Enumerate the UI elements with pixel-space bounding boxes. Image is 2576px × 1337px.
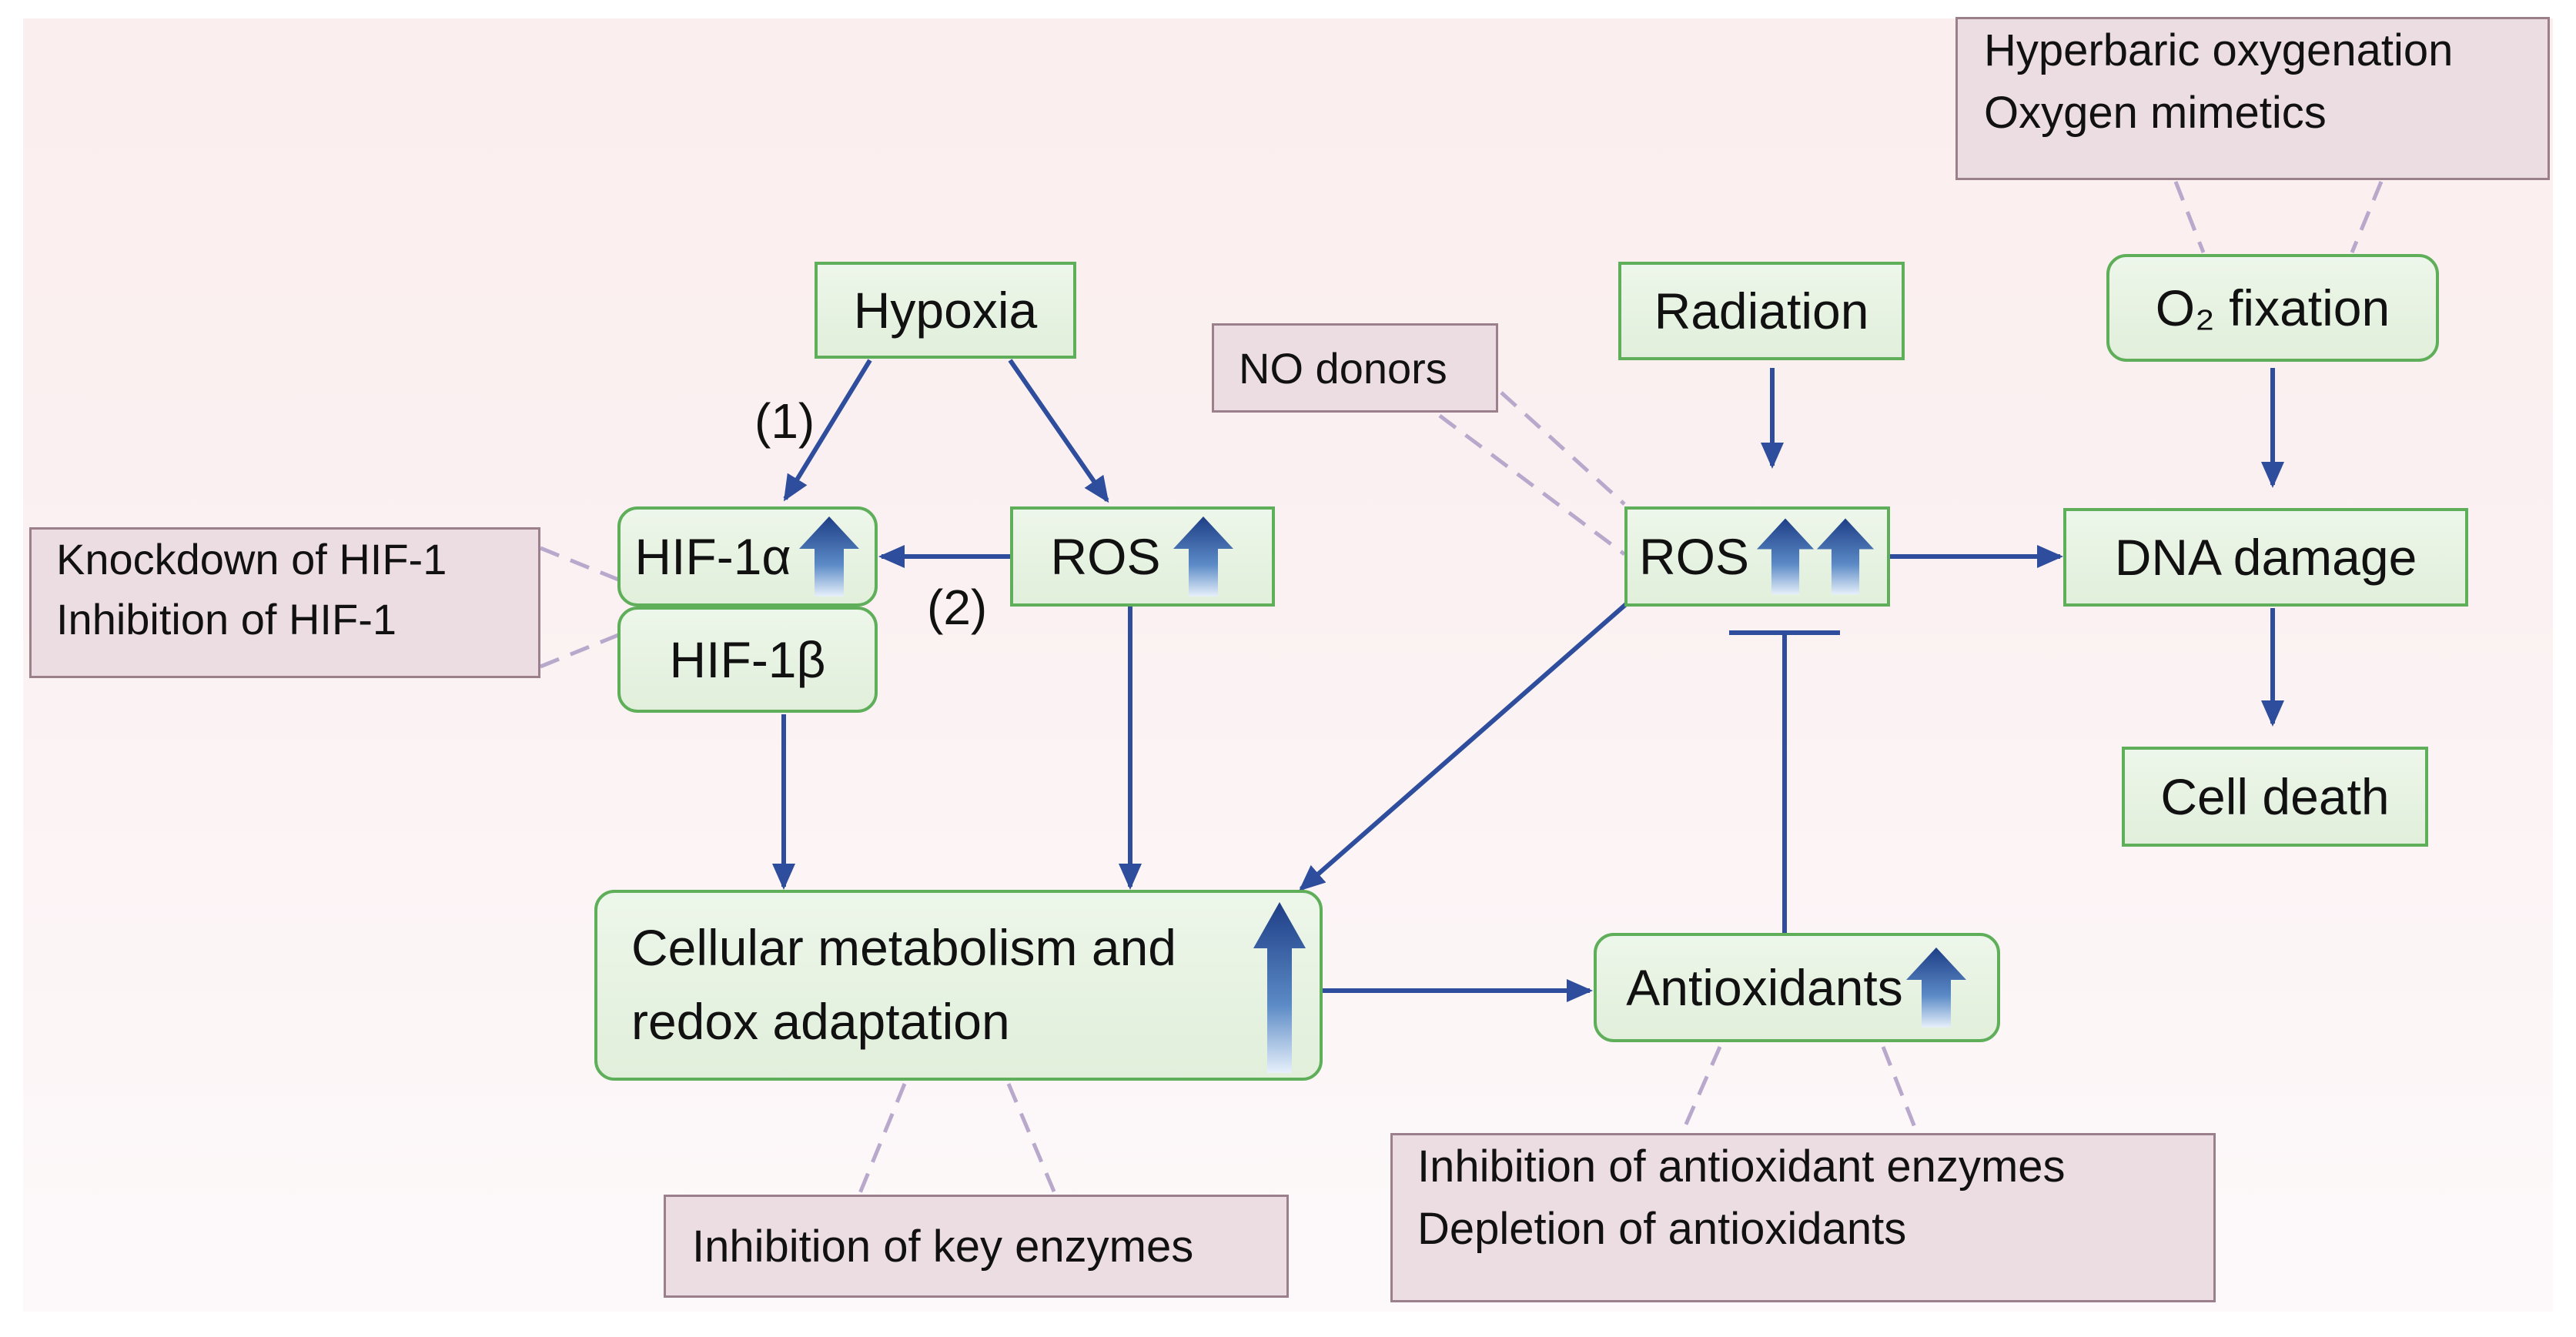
intervention-hif1-line1: Knockdown of HIF-1 [56, 535, 447, 583]
node-cell-death: Cell death [2122, 747, 2428, 847]
node-hif1a: HIF-1α [617, 506, 878, 607]
dashed-link-hif1b [540, 631, 623, 669]
dashed-link-hif1a [540, 546, 623, 583]
node-metabolism: Cellular metabolism and redox adaptation [594, 890, 1323, 1081]
node-ros-left-label: ROS [1050, 528, 1161, 585]
arrow-hypoxia-hif1a [783, 359, 872, 502]
node-ros-right: ROS [1624, 506, 1890, 607]
node-hypoxia: Hypoxia [815, 262, 1076, 359]
intervention-hbo-line2: Oxygen mimetics [1984, 88, 2327, 139]
intervention-key-enzymes-label: Inhibition of key enzymes [692, 1221, 1194, 1272]
intervention-oxygenation: Hyperbaric oxygenation Oxygen mimetics [1955, 17, 2550, 180]
increase-arrow-icon [1816, 518, 1875, 595]
node-metabolism-line2: redox adaptation [631, 993, 1010, 1050]
dashed-link-hbo-2 [2350, 181, 2384, 253]
path-label-2: (2) [927, 580, 988, 635]
increase-arrow-icon [1253, 902, 1306, 1073]
arrow-ros-metabolism-diag [1298, 602, 1628, 891]
intervention-antiox-line2: Depletion of antioxidants [1417, 1204, 1907, 1255]
intervention-antiox-line1: Inhibition of antioxidant enzymes [1417, 1141, 2066, 1192]
increase-arrow-icon [798, 516, 859, 597]
node-hypoxia-label: Hypoxia [853, 282, 1038, 339]
node-hif1b-label: HIF-1β [669, 631, 826, 688]
path-label-1: (1) [754, 393, 815, 449]
node-radiation-label: Radiation [1654, 282, 1869, 339]
node-metabolism-line1: Cellular metabolism and [631, 919, 1176, 977]
dashed-link-no-donors-1 [1438, 414, 1626, 556]
intervention-hbo-line1: Hyperbaric oxygenation [1984, 25, 2454, 75]
node-dna-damage-label: DNA damage [2114, 529, 2417, 586]
node-radiation: Radiation [1618, 262, 1905, 360]
dashed-links [540, 181, 2384, 1198]
node-ros-right-label: ROS [1638, 528, 1750, 585]
node-antioxidants: Antioxidants [1594, 933, 2000, 1042]
node-cell-death-label: Cell death [2160, 768, 2390, 825]
increase-arrow-icon [1173, 516, 1233, 597]
dashed-link-antiox-1 [1680, 1045, 1722, 1135]
increase-arrow-icon [1905, 948, 1966, 1028]
intervention-hif1-line2: Inhibition of HIF-1 [56, 595, 396, 644]
node-antioxidants-label: Antioxidants [1626, 959, 1903, 1016]
node-hif1b: HIF-1β [617, 607, 878, 713]
intervention-hif1: Knockdown of HIF-1 Inhibition of HIF-1 [29, 527, 540, 678]
intervention-no-donors: NO donors [1212, 323, 1498, 413]
arrows [772, 359, 2284, 1002]
node-o2-fixation: O₂ fixation [2106, 254, 2439, 362]
intervention-no-donors-label: NO donors [1239, 343, 1447, 393]
dashed-link-enzymes-2 [1006, 1083, 1059, 1198]
increase-arrow-icon [1756, 518, 1815, 595]
node-hif1a-label: HIF-1α [634, 528, 791, 585]
dashed-link-no-donors-2 [1500, 391, 1626, 506]
dashed-link-enzymes-1 [856, 1083, 907, 1198]
arrow-hypoxia-ros [1008, 359, 1109, 503]
intervention-antioxidants: Inhibition of antioxidant enzymes Deplet… [1390, 1133, 2216, 1302]
node-metabolism-text: Cellular metabolism and redox adaptation [631, 911, 1176, 1058]
dashed-link-antiox-2 [1881, 1046, 1919, 1134]
node-dna-damage: DNA damage [2063, 508, 2468, 607]
node-o2-fixation-label: O₂ fixation [2155, 279, 2390, 336]
intervention-key-enzymes: Inhibition of key enzymes [664, 1195, 1289, 1298]
node-ros-left: ROS [1010, 506, 1275, 607]
dashed-link-hbo-1 [2173, 181, 2206, 253]
